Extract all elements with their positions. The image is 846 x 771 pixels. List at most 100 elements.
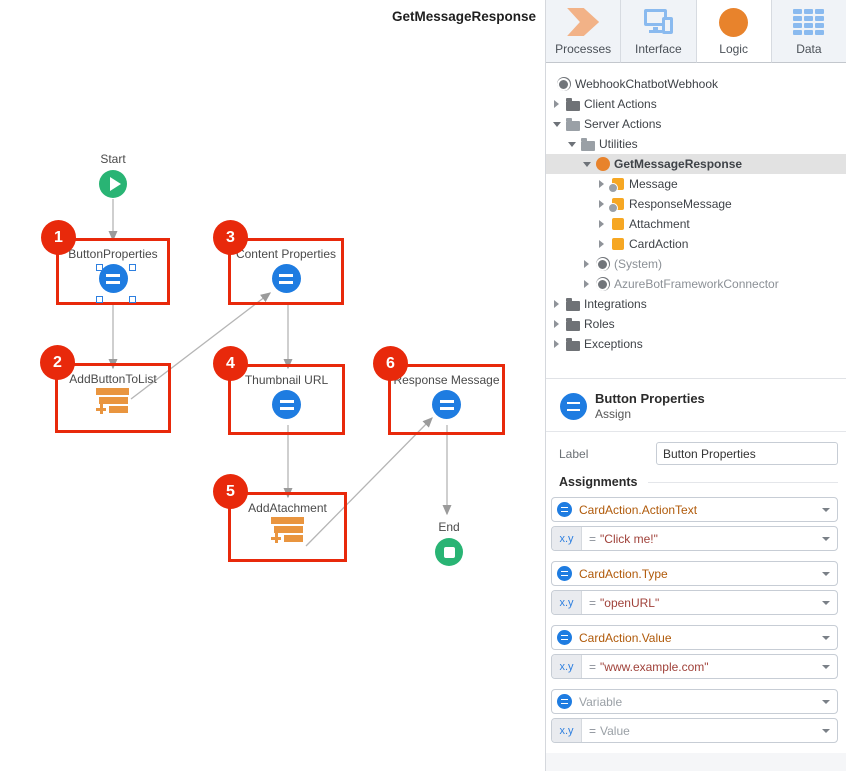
assignments-caption-row: Assignments	[559, 475, 838, 489]
properties-panel: Button Properties Assign Label Assignmen…	[546, 378, 846, 771]
dropdown-caret-icon[interactable]	[822, 635, 830, 640]
structure-input-icon	[607, 178, 624, 193]
tree-item-message[interactable]: Message	[546, 174, 846, 194]
annotation-badge-1: 1	[41, 220, 76, 255]
chevron-right-icon[interactable]	[580, 260, 593, 268]
value-dropdown[interactable]: x.y = "www.example.com"	[551, 654, 838, 679]
start-node[interactable]	[99, 170, 127, 198]
assign-icon	[557, 694, 572, 709]
chevron-down-icon[interactable]	[580, 162, 593, 167]
divider	[647, 481, 838, 483]
tree-item-attachment[interactable]: Attachment	[546, 214, 846, 234]
selection-handle[interactable]	[96, 296, 103, 303]
list-append-node-addbuttontolist[interactable]	[95, 388, 131, 414]
assignment-pair: CardAction.ActionText x.y = "Click me!"	[551, 497, 838, 551]
label-row: Label	[559, 442, 838, 465]
flow-canvas[interactable]: GetMessageResponse Start 1 ButtonPro	[0, 0, 545, 771]
folder-icon	[565, 297, 580, 311]
variable-dropdown[interactable]: CardAction.Type	[551, 561, 838, 586]
tree-item-system[interactable]: (System)	[546, 254, 846, 274]
stop-icon	[443, 546, 455, 558]
annotation-box-2: 2 AddButtonToList	[40, 345, 171, 433]
dropdown-caret-icon[interactable]	[822, 664, 830, 669]
selection-handle[interactable]	[96, 264, 103, 271]
label-input[interactable]	[656, 442, 838, 465]
selection-handle[interactable]	[129, 296, 136, 303]
assignments-list: CardAction.ActionText x.y = "Click me!" …	[551, 497, 838, 753]
variable-dropdown[interactable]: CardAction.Value	[551, 625, 838, 650]
tree-item-client-actions[interactable]: Client Actions	[546, 94, 846, 114]
value-dropdown[interactable]: x.y = Value	[551, 718, 838, 743]
tree-item-getmessageresponse[interactable]: GetMessageResponse	[546, 154, 846, 174]
structure-icon	[611, 238, 624, 250]
dropdown-caret-icon[interactable]	[822, 728, 830, 733]
assign-node-buttonproperties[interactable]	[98, 264, 128, 293]
tab-logic[interactable]: Logic	[696, 0, 772, 63]
dropdown-caret-icon[interactable]	[822, 699, 830, 704]
dropdown-caret-icon[interactable]	[822, 507, 830, 512]
tab-data[interactable]: Data	[771, 0, 846, 63]
tree-item-roles[interactable]: Roles	[546, 314, 846, 334]
dropdown-caret-icon[interactable]	[822, 536, 830, 541]
chevron-right-icon[interactable]	[595, 240, 608, 248]
selection-handle[interactable]	[129, 264, 136, 271]
expression-token: x.y	[552, 527, 582, 550]
chevron-right-icon[interactable]	[595, 220, 608, 228]
chevron-right-icon[interactable]	[580, 280, 593, 288]
tree-item-integrations[interactable]: Integrations	[546, 294, 846, 314]
annotation-badge-5: 5	[213, 474, 248, 509]
tab-interface[interactable]: Interface	[621, 0, 697, 63]
tree-item-azurebotframeworkconnector[interactable]: AzureBotFrameworkConnector	[546, 274, 846, 294]
end-node[interactable]	[435, 538, 463, 566]
chevron-right-icon[interactable]	[550, 340, 563, 348]
dropdown-caret-icon[interactable]	[822, 571, 830, 576]
node-label-buttonproperties: ButtonProperties	[68, 247, 158, 261]
folder-open-icon	[580, 137, 595, 151]
tab-processes[interactable]: Processes	[546, 0, 622, 63]
annotation-box-1: 1 ButtonProperties	[41, 220, 170, 305]
dropdown-caret-icon[interactable]	[822, 600, 830, 605]
value-dropdown[interactable]: x.y = "openURL"	[551, 590, 838, 615]
espace-icon	[595, 257, 610, 271]
tree-item-responsemessage[interactable]: ResponseMessage	[546, 194, 846, 214]
annotation-badge-2: 2	[40, 345, 75, 380]
espace-icon	[595, 277, 610, 291]
assignment-pair-empty: Variable x.y = Value	[551, 689, 838, 743]
annotation-badge-3: 3	[213, 220, 248, 255]
node-label-addbuttontolist: AddButtonToList	[69, 372, 157, 386]
node-label-thumbnailurl: Thumbnail URL	[244, 373, 329, 387]
assign-node-responsemessage[interactable]	[432, 390, 461, 419]
assignment-pair: CardAction.Value x.y = "www.example.com"	[551, 625, 838, 679]
panel-filler	[546, 753, 846, 771]
variable-dropdown[interactable]: Variable	[551, 689, 838, 714]
list-append-node-addatachment[interactable]	[270, 517, 306, 543]
tree-item-cardaction[interactable]: CardAction	[546, 234, 846, 254]
variable-dropdown[interactable]: CardAction.ActionText	[551, 497, 838, 522]
chevron-down-icon[interactable]	[565, 142, 578, 147]
chevron-right-icon[interactable]	[595, 200, 608, 208]
equals-icon	[106, 273, 120, 284]
chevron-right-icon[interactable]	[550, 300, 563, 308]
chevron-right-icon[interactable]	[595, 180, 608, 188]
assign-node-thumbnailurl[interactable]	[272, 390, 301, 419]
annotation-box-4: 4 Thumbnail URL	[213, 346, 345, 435]
tab-label: Interface	[635, 42, 682, 56]
folder-open-icon	[565, 117, 580, 131]
assign-node-contentproperties[interactable]	[271, 264, 301, 293]
tree-item-exceptions[interactable]: Exceptions	[546, 334, 846, 354]
tab-label: Logic	[719, 42, 748, 56]
chevron-down-icon[interactable]	[550, 122, 563, 127]
end-label: End	[438, 520, 460, 534]
assign-icon	[557, 566, 572, 581]
structure-icon	[611, 218, 624, 230]
tree-item-webhookchatbotwebhook[interactable]: WebhookChatbotWebhook	[546, 74, 846, 94]
tree-item-server-actions[interactable]: Server Actions	[546, 114, 846, 134]
value-dropdown[interactable]: x.y = "Click me!"	[551, 526, 838, 551]
chevron-right-icon[interactable]	[550, 100, 563, 108]
structure-output-icon	[607, 198, 624, 213]
node-label-contentproperties: Content Properties	[235, 247, 337, 261]
annotation-badge-4: 4	[213, 346, 248, 381]
interface-icon	[642, 8, 674, 36]
tree-item-utilities[interactable]: Utilities	[546, 134, 846, 154]
chevron-right-icon[interactable]	[550, 320, 563, 328]
